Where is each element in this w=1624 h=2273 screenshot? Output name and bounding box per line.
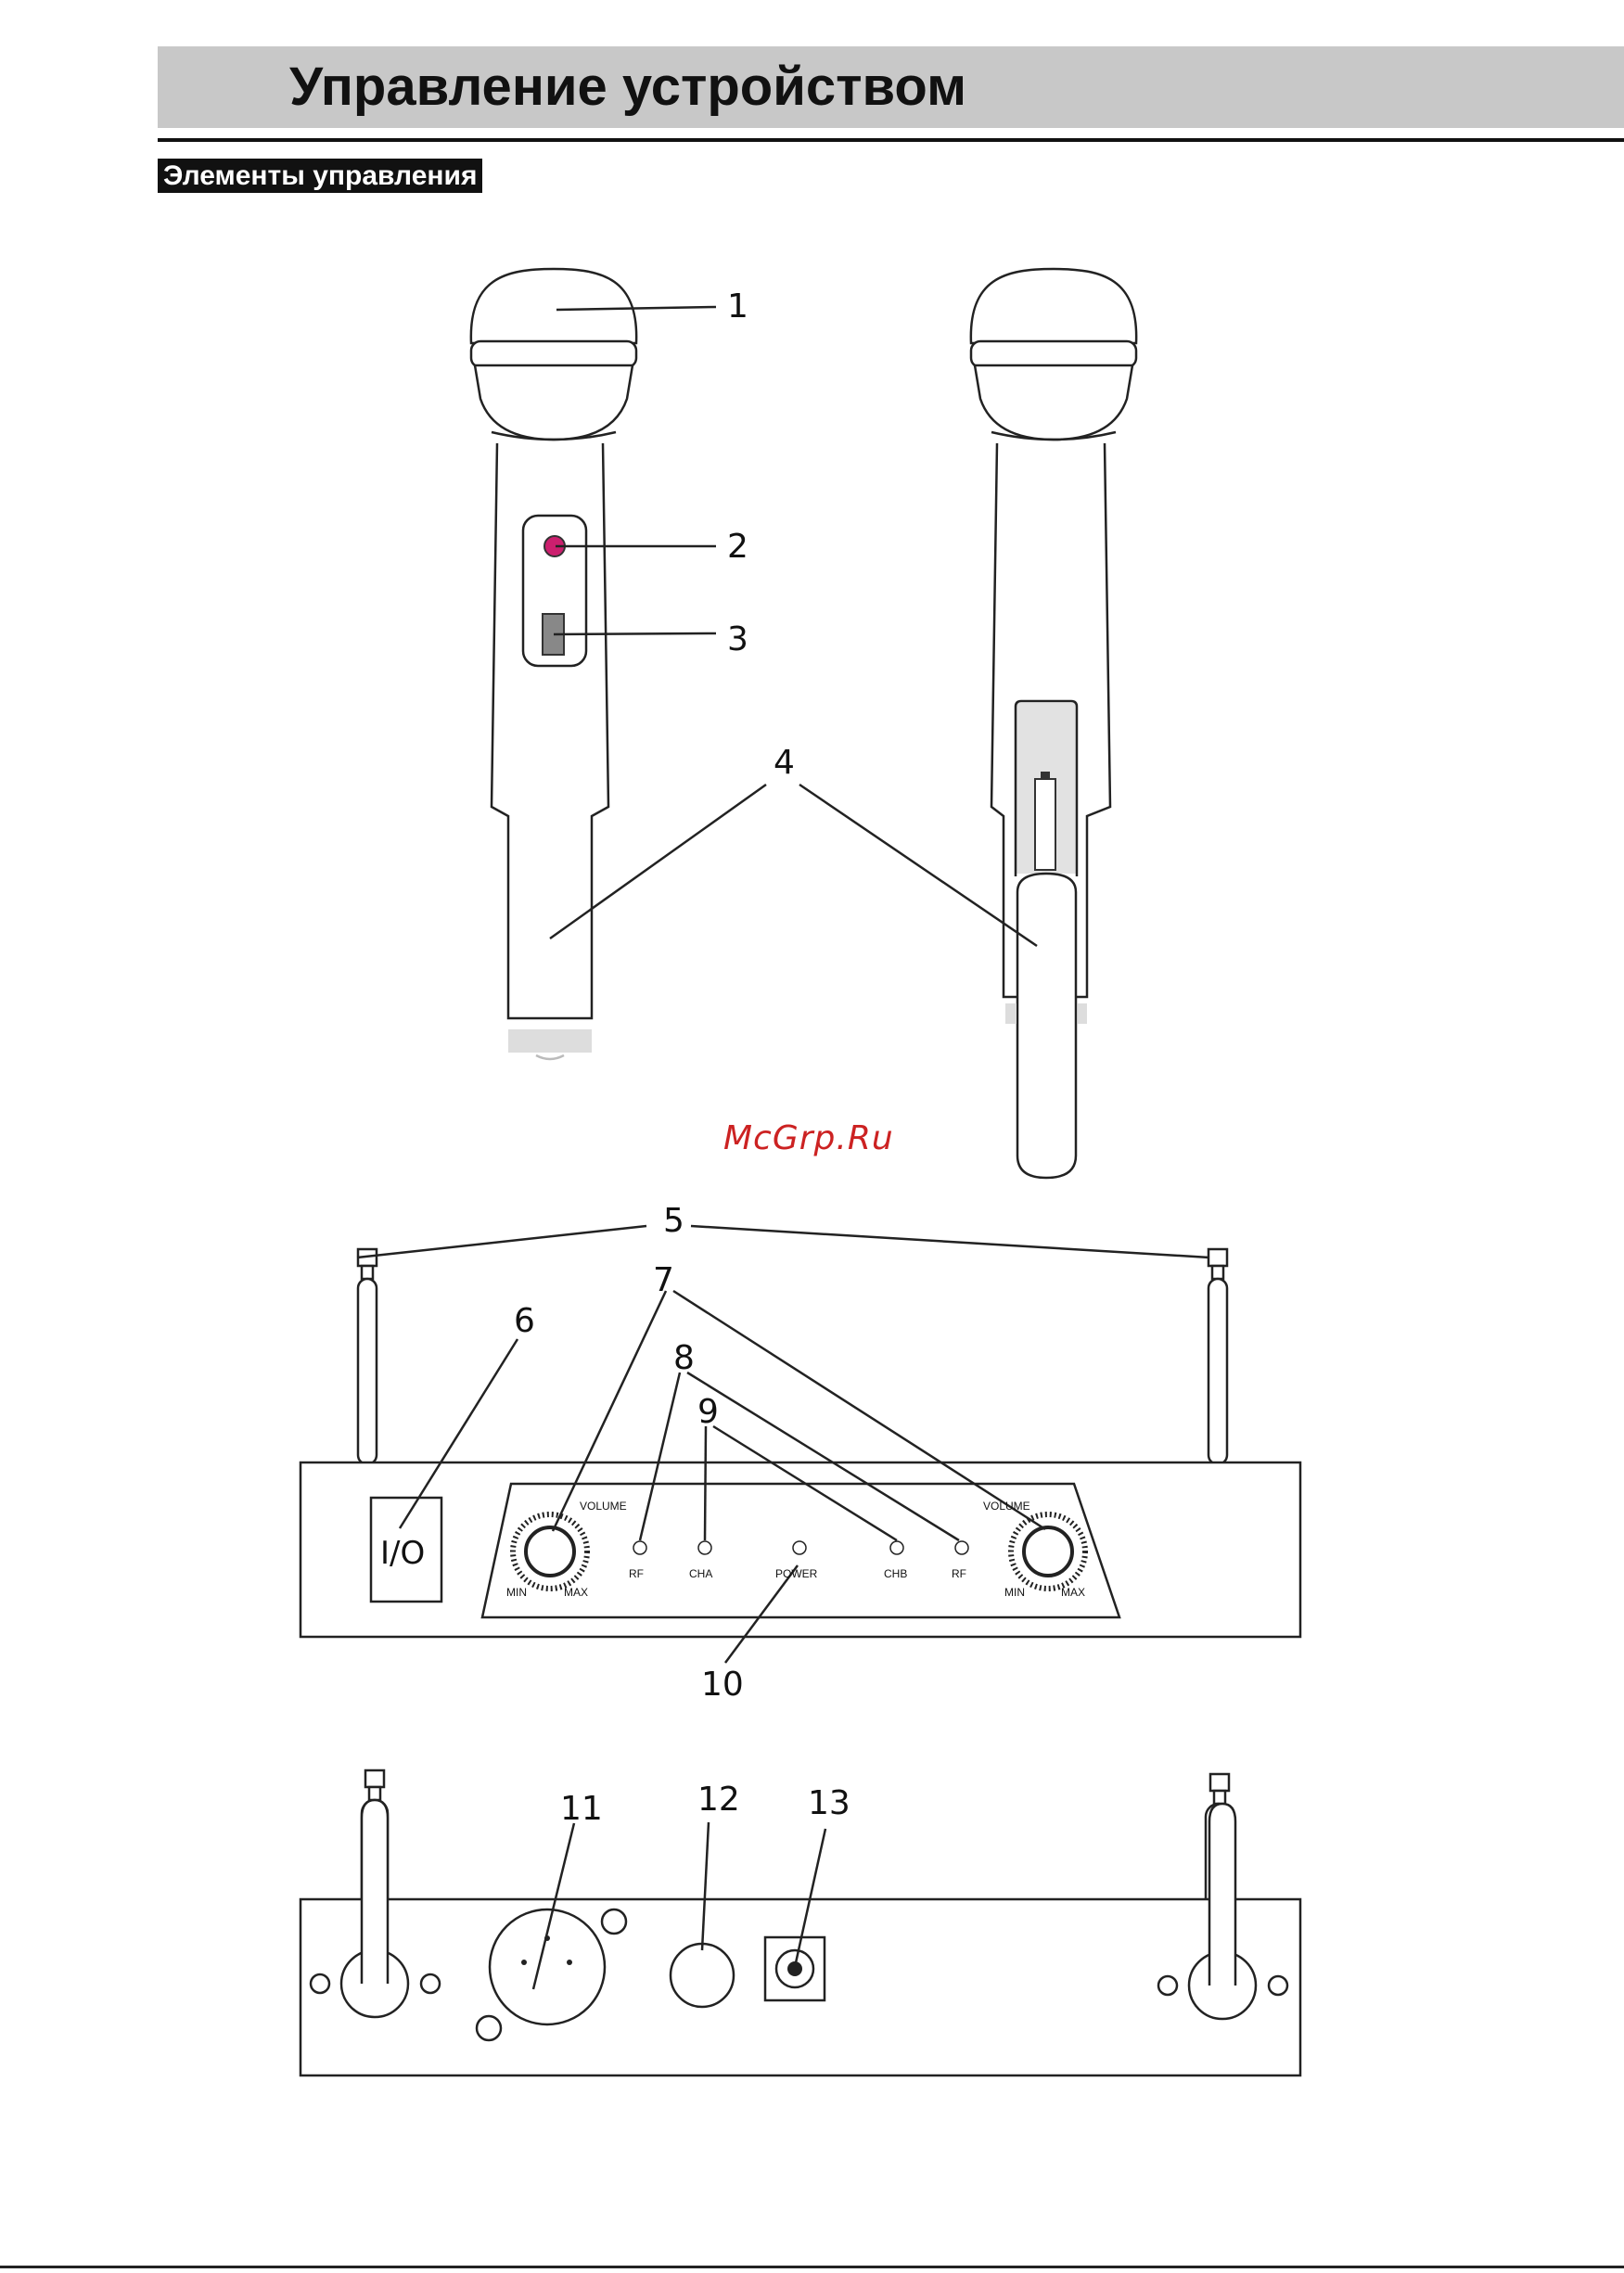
callout-8: 8 (673, 1339, 695, 1377)
power-label: POWER (775, 1567, 818, 1580)
power-led (793, 1541, 806, 1554)
callout-3: 3 (727, 620, 748, 658)
callout-1: 1 (727, 287, 748, 326)
max-label-left: MAX (564, 1586, 588, 1599)
callout-12: 12 (697, 1781, 740, 1819)
power-switch-label: I/O (380, 1535, 425, 1572)
volume-label-left: VOLUME (580, 1500, 627, 1513)
min-label-right: MIN (1004, 1586, 1025, 1599)
callout-9: 9 (697, 1393, 719, 1431)
rf-label-right: RF (952, 1567, 966, 1580)
callout-6: 6 (514, 1302, 535, 1340)
watermark: McGrp.Ru (723, 1119, 894, 1157)
jack-output (671, 1944, 734, 2007)
callout-5: 5 (663, 1202, 684, 1240)
cha-label: CHA (689, 1567, 712, 1580)
callout-4: 4 (774, 744, 795, 782)
min-label-left: MIN (506, 1586, 527, 1599)
rf-led-right (955, 1541, 968, 1554)
callout-11: 11 (560, 1790, 603, 1828)
cha-led (698, 1541, 711, 1554)
callout-7: 7 (653, 1261, 674, 1299)
volume-label-right: VOLUME (983, 1500, 1030, 1513)
chb-label: CHB (884, 1567, 907, 1580)
xlr-output-jack (490, 1909, 605, 2024)
chb-led (890, 1541, 903, 1554)
microphone-back (971, 269, 1136, 1178)
rf-label-left: RF (629, 1567, 644, 1580)
microphone-front (471, 269, 636, 1059)
callout-2: 2 (727, 528, 748, 566)
max-label-right: MAX (1061, 1586, 1085, 1599)
volume-knob-right (1024, 1527, 1072, 1576)
receiver-back (301, 1770, 1300, 2075)
volume-knob-left (526, 1527, 574, 1576)
callout-13: 13 (808, 1784, 850, 1822)
rf-led-left (633, 1541, 646, 1554)
callout-10: 10 (701, 1666, 744, 1704)
footer-divider (0, 2266, 1624, 2268)
